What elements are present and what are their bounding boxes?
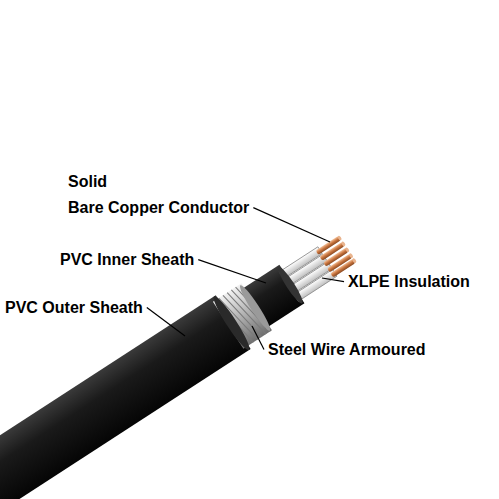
sheath-end [210, 294, 253, 353]
part-label: Steel Wire Armoured [268, 340, 426, 359]
leader-line [252, 326, 264, 350]
part-label: Solid [68, 172, 107, 191]
leader-line [147, 308, 185, 336]
part-label: PVC Inner Sheath [60, 250, 194, 269]
inner-sheath-end [275, 264, 306, 305]
leader-line [253, 208, 330, 242]
armour-end [237, 283, 273, 333]
leader-line [198, 260, 266, 283]
part-label: Bare Copper Conductor [68, 198, 249, 217]
part-label: PVC Outer Sheath [5, 298, 143, 317]
outer-sheath [0, 295, 251, 499]
leader-line [322, 278, 344, 282]
part-label: XLPE Insulation [348, 272, 470, 291]
copper-conductors [316, 235, 357, 277]
